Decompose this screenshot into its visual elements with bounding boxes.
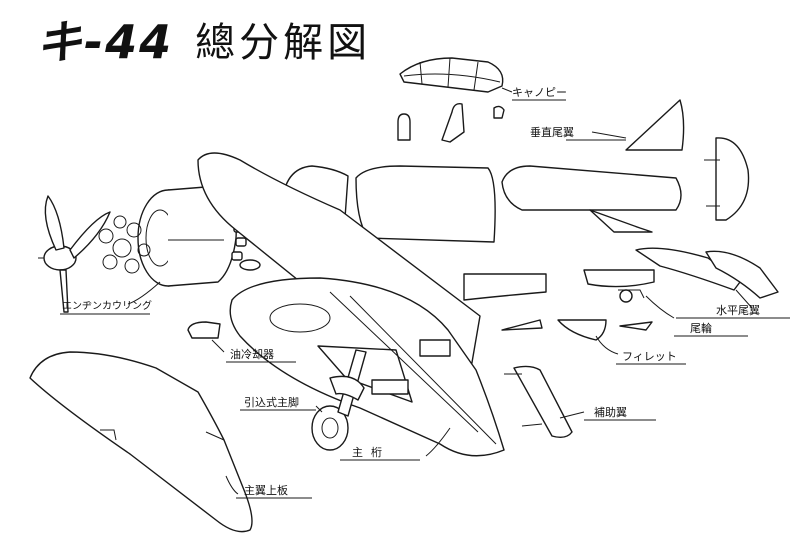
label-vertical-tail: 垂直尾翼	[530, 126, 574, 139]
main-gear-leader	[315, 405, 323, 413]
fillet-parts	[463, 269, 655, 341]
oil-cooler-leader	[211, 339, 225, 353]
fillet-leader	[595, 335, 619, 355]
vertical-tail-leader	[591, 131, 627, 139]
label-oil-cooler: 油冷却器	[230, 348, 274, 361]
label-upper-wing-panel: 主翼上板	[244, 484, 288, 497]
tail-wheel-leader	[645, 295, 675, 319]
upper-wing-panel-part	[29, 351, 253, 533]
diagram-title: キ-44 總分解図	[36, 4, 371, 74]
fuselage-center-part	[197, 152, 505, 457]
engine-cylinders	[98, 215, 151, 274]
rudder-part	[704, 137, 750, 221]
title-text: 總分解図	[195, 20, 372, 66]
oil-cooler-part	[187, 321, 221, 339]
cockpit-small-parts	[397, 102, 505, 143]
vertical-tail-part	[625, 99, 685, 151]
label-retractable-main-gear: 引込式主脚	[244, 396, 299, 409]
canopy-part	[399, 57, 504, 93]
propeller	[38, 195, 111, 313]
canopy-leader	[501, 87, 513, 93]
tail-wheel-part	[618, 289, 645, 303]
aileron-leader	[559, 411, 585, 419]
upper-wing-leader	[225, 475, 239, 495]
label-tail-wheel: 尾輪	[690, 322, 712, 335]
label-main-spar: 主桁	[352, 446, 390, 459]
label-engine-cowling: エンヂンカウリング	[62, 301, 152, 312]
horizontal-tail-part	[589, 209, 779, 309]
label-underlines	[60, 99, 790, 499]
aircraft-designation: キ-44	[36, 15, 174, 69]
label-canopy: キャノピー	[512, 86, 567, 99]
cowling-leader	[127, 281, 161, 305]
main-spar-leader	[425, 427, 451, 457]
aileron-part	[504, 365, 573, 439]
main-gear-part	[311, 349, 367, 451]
fuselage-top-panels	[281, 165, 682, 243]
label-horizontal-tail: 水平尾翼	[716, 304, 760, 317]
label-aileron: 補助翼	[594, 406, 627, 419]
label-fillet: フィレット	[622, 350, 677, 363]
